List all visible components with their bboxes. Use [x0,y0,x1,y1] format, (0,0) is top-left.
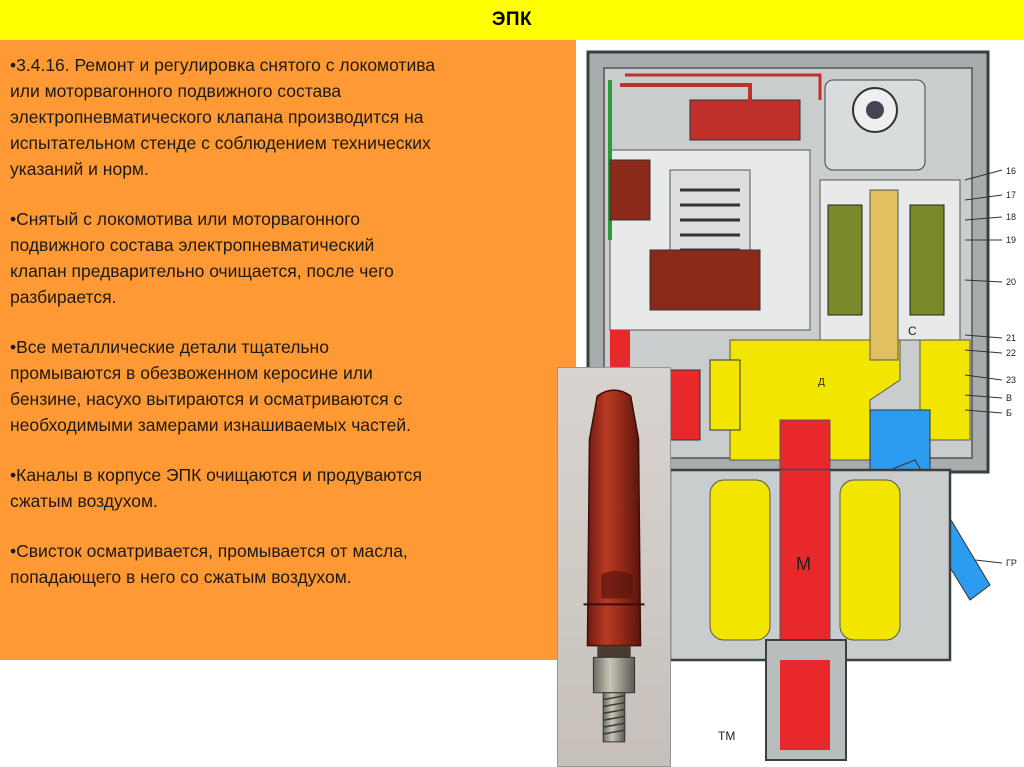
paragraph-metal-parts: •Все металлические детали тщательно пром… [10,337,411,435]
paragraph-whistle: •Свисток осматривается, промывается от м… [10,541,408,587]
part-number-label: Б [1006,408,1012,418]
paragraph-removal: •Снятый с локомотива или моторвагонного … [10,209,394,307]
epk-cutaway-diagram: 16 17 18 19 20 21 22 23 В Б ГР Д С М ТМ [570,40,1024,767]
slide-title: ЭПК [491,9,533,30]
channel-label-d: Д [818,377,825,388]
title-bar: ЭПК [0,0,1024,40]
whistle-photo [557,367,671,767]
part-number-label: 18 [1006,212,1016,222]
part-number-label: 17 [1006,190,1016,200]
part-number-label: 16 [1006,166,1016,176]
part-number-label: В [1006,393,1012,403]
part-number-label: 21 [1006,333,1016,343]
part-number-label: 19 [1006,235,1016,245]
paragraph-channels: •Каналы в корпусе ЭПК очищаются и продув… [10,465,422,511]
channel-label-s: С [908,324,917,338]
part-number-label: 23 [1006,375,1016,385]
part-number-label: 20 [1006,277,1016,287]
part-number-label: ГР [1006,558,1017,568]
paragraph-repair: •3.4.16. Ремонт и регулировка снятого с … [10,55,436,179]
text-panel: •3.4.16. Ремонт и регулировка снятого с … [0,40,576,660]
channel-label-m: М [796,554,811,574]
part-number-label: 22 [1006,348,1016,358]
channel-label-tm: ТМ [718,729,735,743]
